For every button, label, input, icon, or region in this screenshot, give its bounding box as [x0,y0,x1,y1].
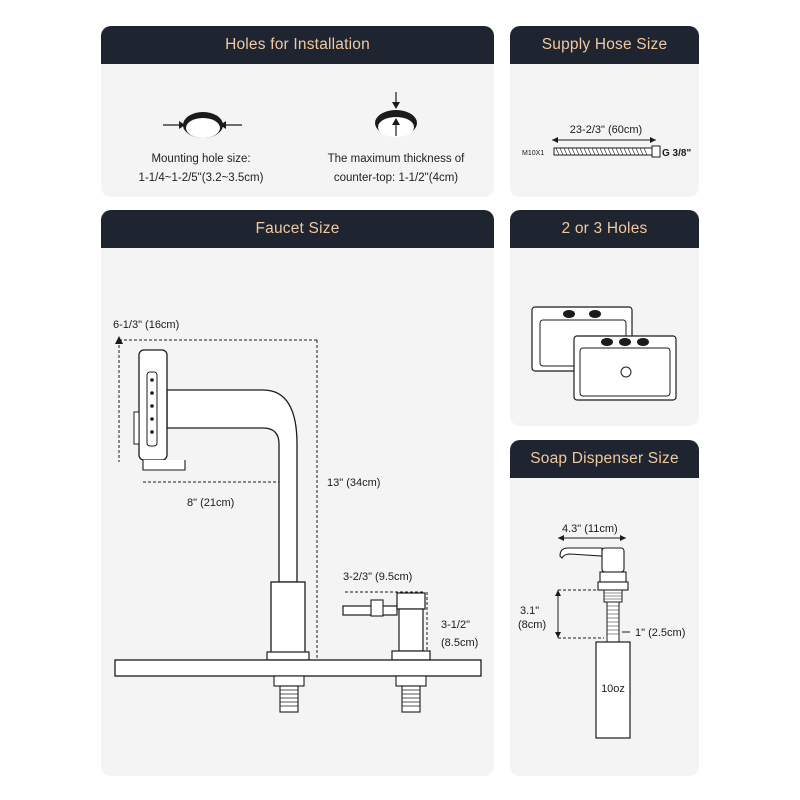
handle-shank [401,685,421,713]
deck-plate [114,659,482,677]
soap-height-label-2: (8cm) [518,619,546,631]
soap-pump-nozzle [559,547,603,559]
soap-diameter-label: 1" (2.5cm) [635,627,685,639]
soap-bottle [595,641,631,739]
sink-holes-drawing [531,306,677,401]
install-panel-title: Holes for Installation [101,26,494,64]
counter-thickness-icon [375,92,417,137]
supply-hose-drawing: 23-2/3" (60cm) M10X1 G 3/8" [522,124,691,159]
faucet-panel: Faucet Size 6-1/3" (16cm) 13" (34cm) 8" … [101,210,494,776]
thickness-caption: The maximum thickness of counter-top: 1-… [327,153,465,184]
hose-panel-title: Supply Hose Size [510,26,699,64]
holes-panel: 2 or 3 Holes [510,210,699,426]
mounting-hole-caption: Mounting hole size: 1-1/4~1-2/5"(3.2~3.5… [138,153,264,184]
spray-height-label: 6-1/3" (16cm) [113,319,179,331]
soap-bottle-label: 10oz [601,683,625,695]
install-panel: Holes for Installation Mounting hole siz… [101,26,494,197]
mounting-hole-icon [163,112,242,138]
faucet-shank [279,685,299,713]
hose-length-label: 23-2/3" (60cm) [570,124,642,136]
handle-body [396,592,426,610]
holes-panel-title: 2 or 3 Holes [510,210,699,248]
hose-left-thread: M10X1 [522,150,544,157]
faucet-panel-title: Faucet Size [101,210,494,248]
soap-width-label: 4.3" (11cm) [562,523,618,535]
hose-panel: Supply Hose Size 23-2/3" (60cm) M10X1 G … [510,26,699,197]
reach-label: 8" (21cm) [187,497,234,509]
handle-height-label-2: (8.5cm) [441,637,478,649]
soap-panel: Soap Dispenser Size 4.3" (11cm) 3.1" (8c… [510,440,699,776]
soap-dispenser-drawing: 4.3" (11cm) 3.1" (8cm) 1" (2.5cm) 10oz [518,523,685,739]
handle-height-label-1: 3-1/2" [441,619,470,631]
hose-right-thread: G 3/8" [662,148,691,159]
faucet-spout [166,389,298,583]
faucet-height-label: 13" (34cm) [327,477,380,489]
faucet-drawing: 6-1/3" (16cm) 13" (34cm) 8" (21cm) 3-2/3… [113,319,482,713]
soap-panel-title: Soap Dispenser Size [510,440,699,478]
soap-height-label-1: 3.1" [520,605,539,617]
faucet-base [270,581,306,657]
handle-lever [342,605,398,616]
handle-length-label: 3-2/3" (9.5cm) [343,571,412,583]
